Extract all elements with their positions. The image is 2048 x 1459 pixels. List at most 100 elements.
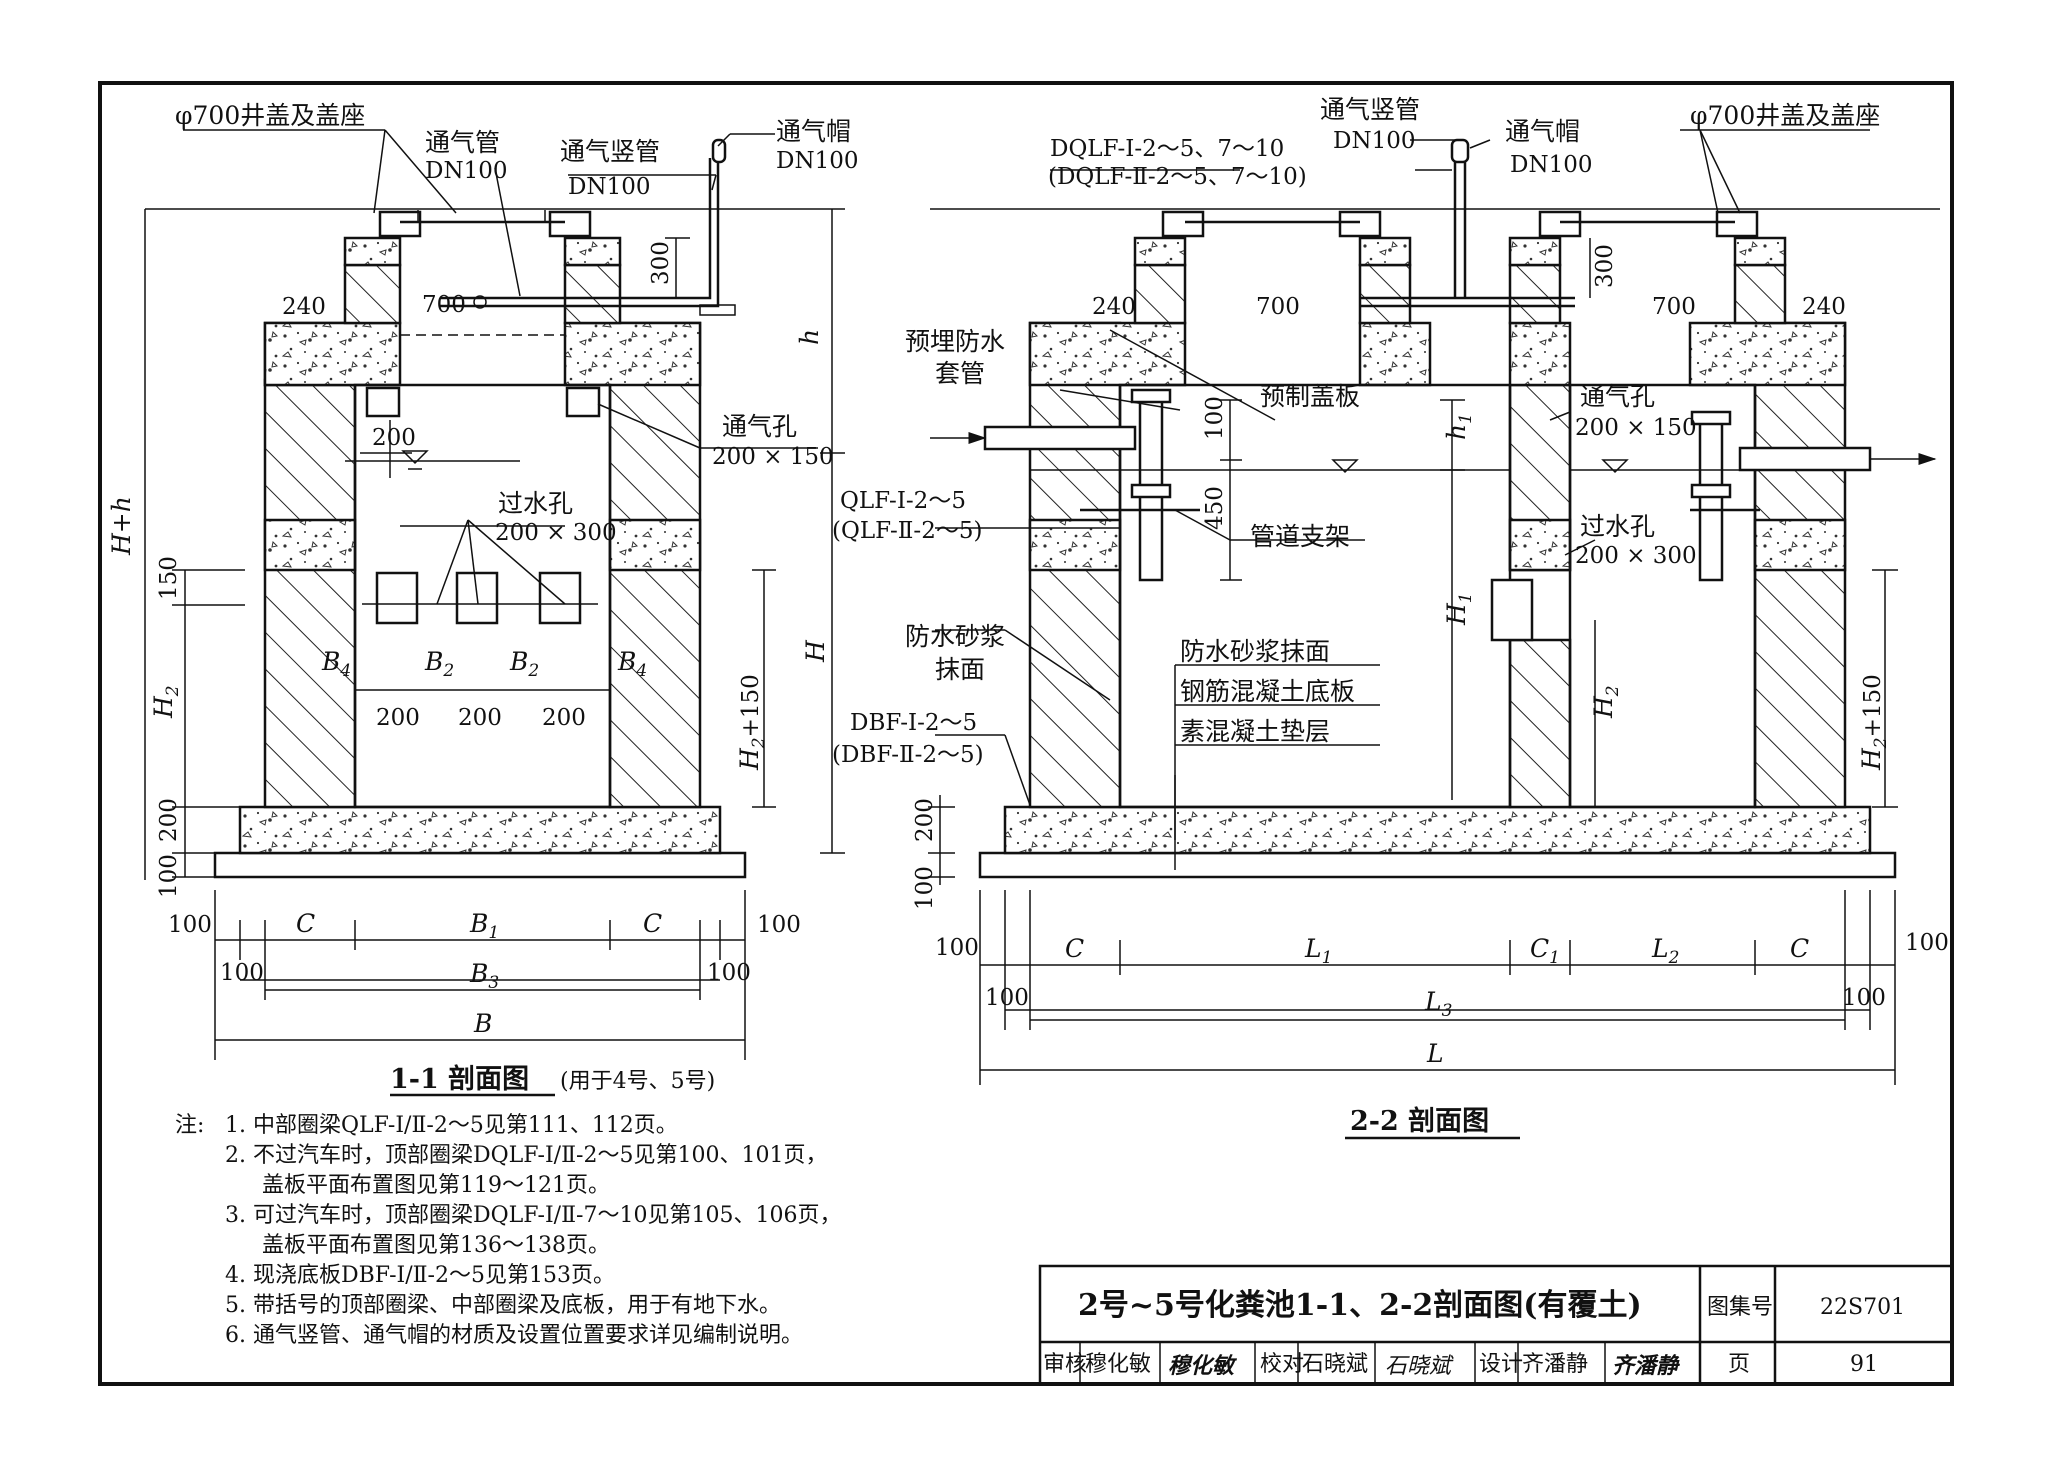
dim-200-vent: 200 xyxy=(372,425,416,451)
riser-label-2: 通气竖管 xyxy=(1320,95,1420,124)
bottom-dim-100-c: 100 xyxy=(220,960,264,986)
dim-C-right-2: C xyxy=(1790,934,1809,963)
vent-pipe-dn: DN100 xyxy=(425,158,507,184)
dim-450: 450 xyxy=(1202,486,1228,530)
base-slab-label-alt: (DBF-Ⅱ-2～5) xyxy=(832,742,984,768)
design-label: 设计 xyxy=(1479,1352,1523,1377)
atlas-label: 图集号 xyxy=(1707,1295,1773,1320)
riser-dn: DN100 xyxy=(568,174,650,200)
precast-slab-label: 预制盖板 xyxy=(1260,382,1360,411)
checker-signature: 石晓斌 xyxy=(1385,1354,1454,1379)
dim-B: B xyxy=(473,1009,492,1038)
flow-hole-label: 过水孔 xyxy=(498,489,573,518)
base-slab-label: DBF-Ⅰ-2～5 xyxy=(850,710,977,736)
dim-200-base: 200 xyxy=(156,798,182,842)
note-6: 6. 通气竖管、通气帽的材质及设置位置要求详见编制说明。 xyxy=(225,1323,803,1348)
opening-w-2: 200 xyxy=(458,705,502,731)
reviewer-name: 穆化敏 xyxy=(1085,1352,1151,1377)
dim-B2-a: B2 xyxy=(424,647,454,681)
dim-H: H xyxy=(801,639,830,663)
cover-label-2: φ700井盖及盖座 xyxy=(1690,101,1880,130)
opening-w-3: 200 xyxy=(542,705,586,731)
dim-200-base-2: 200 xyxy=(912,798,938,842)
bottom-dim-100-a: 100 xyxy=(168,912,212,938)
top-ring-beam-label-alt: (DQLF-Ⅱ-2～5、7～10) xyxy=(1048,164,1307,190)
dim-h: h xyxy=(795,329,824,345)
dim-L2: L2 xyxy=(1651,934,1679,968)
vent-hole-label-2: 通气孔 xyxy=(1580,382,1655,411)
dim-B4-right: B4 xyxy=(617,647,647,681)
section-1-1-title: 1-1 剖面图 xyxy=(390,1063,529,1095)
top-slab xyxy=(263,321,402,387)
sheet-border xyxy=(98,81,1954,1386)
page-label: 页 xyxy=(1728,1352,1750,1377)
dim-B3: B3 xyxy=(469,959,499,993)
flow-hole-label-2: 过水孔 xyxy=(1580,512,1655,541)
cap-label: 通气帽 xyxy=(776,117,851,146)
dim-B2-b: B2 xyxy=(509,647,539,681)
layer-plain-concrete: 素混凝土垫层 xyxy=(1180,717,1330,746)
note-3b: 盖板平面布置图见第136～138页。 xyxy=(262,1233,610,1258)
bottom-dim-100-c-2: 100 xyxy=(985,985,1029,1011)
dim-240: 240 xyxy=(282,294,326,320)
flow-hole-size-2: 200 × 300 xyxy=(1575,543,1697,569)
section-1-1 xyxy=(144,129,845,1097)
flow-hole-size: 200 × 300 xyxy=(495,520,617,546)
bottom-dim-100-a-2: 100 xyxy=(935,935,979,961)
note-2: 2. 不过汽车时，顶部圈梁DQLF-Ⅰ/Ⅱ-2～5见第100、101页， xyxy=(225,1143,827,1168)
dim-H2-plus-150-2: H2+150 xyxy=(1857,674,1891,771)
dim-700-right: 700 xyxy=(1652,294,1696,320)
cap-dn-2: DN100 xyxy=(1510,152,1592,178)
title-block xyxy=(1038,1264,1954,1386)
drawing-title: 2号~5号化粪池1-1、2-2剖面图(有覆土) xyxy=(1078,1288,1642,1323)
dim-100-pad: 100 xyxy=(156,854,182,898)
dim-240-right: 240 xyxy=(1802,294,1846,320)
cushion-layer-2 xyxy=(978,851,1897,879)
note-5: 5. 带括号的顶部圈梁、中部圈梁及底板，用于有地下水。 xyxy=(225,1293,781,1318)
mid-ring-beam-label: QLF-Ⅰ-2～5 xyxy=(840,488,966,514)
dim-L1: L1 xyxy=(1304,934,1332,968)
section-2-2 xyxy=(928,129,1940,1140)
dim-C-right: C xyxy=(643,909,662,938)
riser-label: 通气竖管 xyxy=(560,137,660,166)
dim-240-left: 240 xyxy=(1092,294,1136,320)
vent-pipe-label: 通气管 xyxy=(425,128,500,157)
dim-700-left: 700 xyxy=(1256,294,1300,320)
dim-H2: H2 xyxy=(149,685,183,719)
dim-L3: L3 xyxy=(1424,987,1452,1021)
bottom-dim-100-b: 100 xyxy=(757,912,801,938)
dim-C-left: C xyxy=(296,909,315,938)
bottom-dim-100-d: 100 xyxy=(707,960,751,986)
check-label: 校对 xyxy=(1260,1352,1304,1377)
note-2b: 盖板平面布置图见第119～121页。 xyxy=(262,1173,610,1198)
opening-w-1: 200 xyxy=(376,705,420,731)
top-ring-beam-label: DQLF-Ⅰ-2～5、7～10 xyxy=(1050,136,1284,162)
dim-H2-plus-150: H2+150 xyxy=(735,674,769,771)
page-number: 91 xyxy=(1850,1352,1878,1377)
mortar-label: 防水砂浆 xyxy=(905,622,1005,651)
cap-label-2: 通气帽 xyxy=(1505,117,1580,146)
note-4: 4. 现浇底板DBF-Ⅰ/Ⅱ-2～5见第153页。 xyxy=(225,1263,615,1288)
dim-C1: C1 xyxy=(1530,934,1560,968)
section-1-1-note: (用于4号、5号) xyxy=(560,1069,715,1094)
dim-B4-left: B4 xyxy=(321,647,351,681)
vent-hole-size: 200 × 150 xyxy=(712,444,834,470)
note-3: 3. 可过汽车时，顶部圈梁DQLF-Ⅰ/Ⅱ-7～10见第105、106页， xyxy=(225,1203,841,1228)
sleeve-label-2: 套管 xyxy=(935,359,985,388)
dim-h1: h1 xyxy=(1442,413,1476,440)
cap-dn: DN100 xyxy=(776,148,858,174)
riser-dn-2: DN100 xyxy=(1333,128,1415,154)
vent-hole-size-2: 200 × 150 xyxy=(1575,415,1697,441)
dim-100-pad-2: 100 xyxy=(912,866,938,910)
cover-label: φ700井盖及盖座 xyxy=(175,101,365,130)
dim-150: 150 xyxy=(156,556,182,600)
bottom-dim-100-d-2: 100 xyxy=(1842,985,1886,1011)
pipe-support-label: 管道支架 xyxy=(1250,522,1350,551)
checker-name: 石晓斌 xyxy=(1302,1352,1368,1377)
dim-100-2: 100 xyxy=(1202,396,1228,440)
dim-H1: H1 xyxy=(1442,592,1476,626)
mid-ring-beam-label-alt: (QLF-Ⅱ-2～5) xyxy=(832,518,982,544)
vent-hole-label: 通气孔 xyxy=(722,412,797,441)
section-2-2-title: 2-2 剖面图 xyxy=(1350,1105,1489,1137)
